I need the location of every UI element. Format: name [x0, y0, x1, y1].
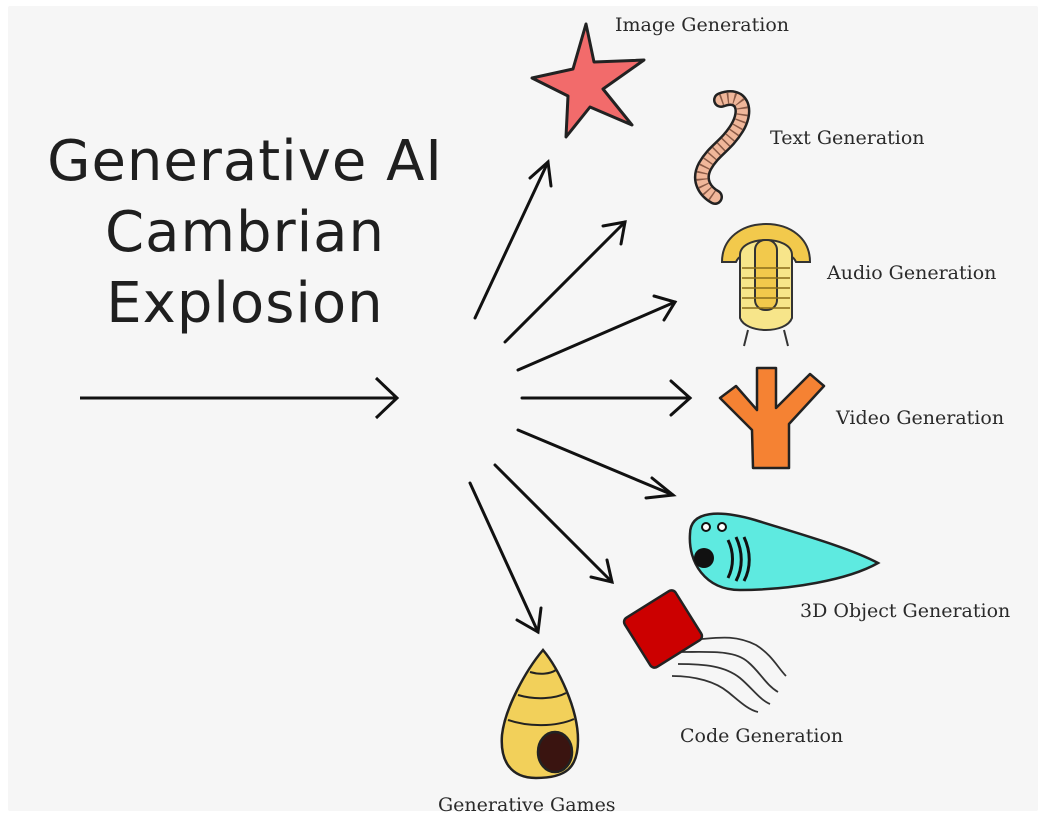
fish-icon [688, 512, 881, 592]
arrow-to-audio-generation [516, 294, 678, 372]
title-line-3: Explosion [106, 271, 384, 336]
input-arrow-head [374, 376, 400, 420]
trilobite-icon [720, 222, 812, 347]
label-audio-generation: Audio Generation [827, 262, 997, 284]
coral-icon [718, 366, 826, 470]
arrow-to-generative-games [468, 481, 543, 635]
arrow-to-code-generation [493, 463, 614, 585]
label-code-generation: Code Generation [680, 725, 844, 747]
label-video-generation: Video Generation [836, 407, 1005, 429]
label-text-generation: Text Generation [770, 127, 925, 149]
arrow-to-3d-object-generation [516, 428, 677, 500]
arrow-to-text-generation [503, 220, 627, 344]
snail-shell-icon [500, 648, 580, 780]
label-image-generation: Image Generation [615, 14, 789, 36]
starfish-icon [530, 22, 646, 139]
label-3d-object-generation: 3D Object Generation [800, 600, 1011, 622]
label-generative-games: Generative Games [438, 794, 616, 816]
arrow-to-image-generation [473, 158, 553, 320]
arrow-to-video-generation [520, 379, 693, 417]
worm-icon [693, 90, 751, 205]
diagram-title: Generative AI Cambrian Explosion [30, 126, 460, 339]
title-line-1: Generative AI [47, 129, 443, 194]
jellyfish-icon [622, 589, 787, 713]
title-line-2: Cambrian [105, 200, 385, 265]
